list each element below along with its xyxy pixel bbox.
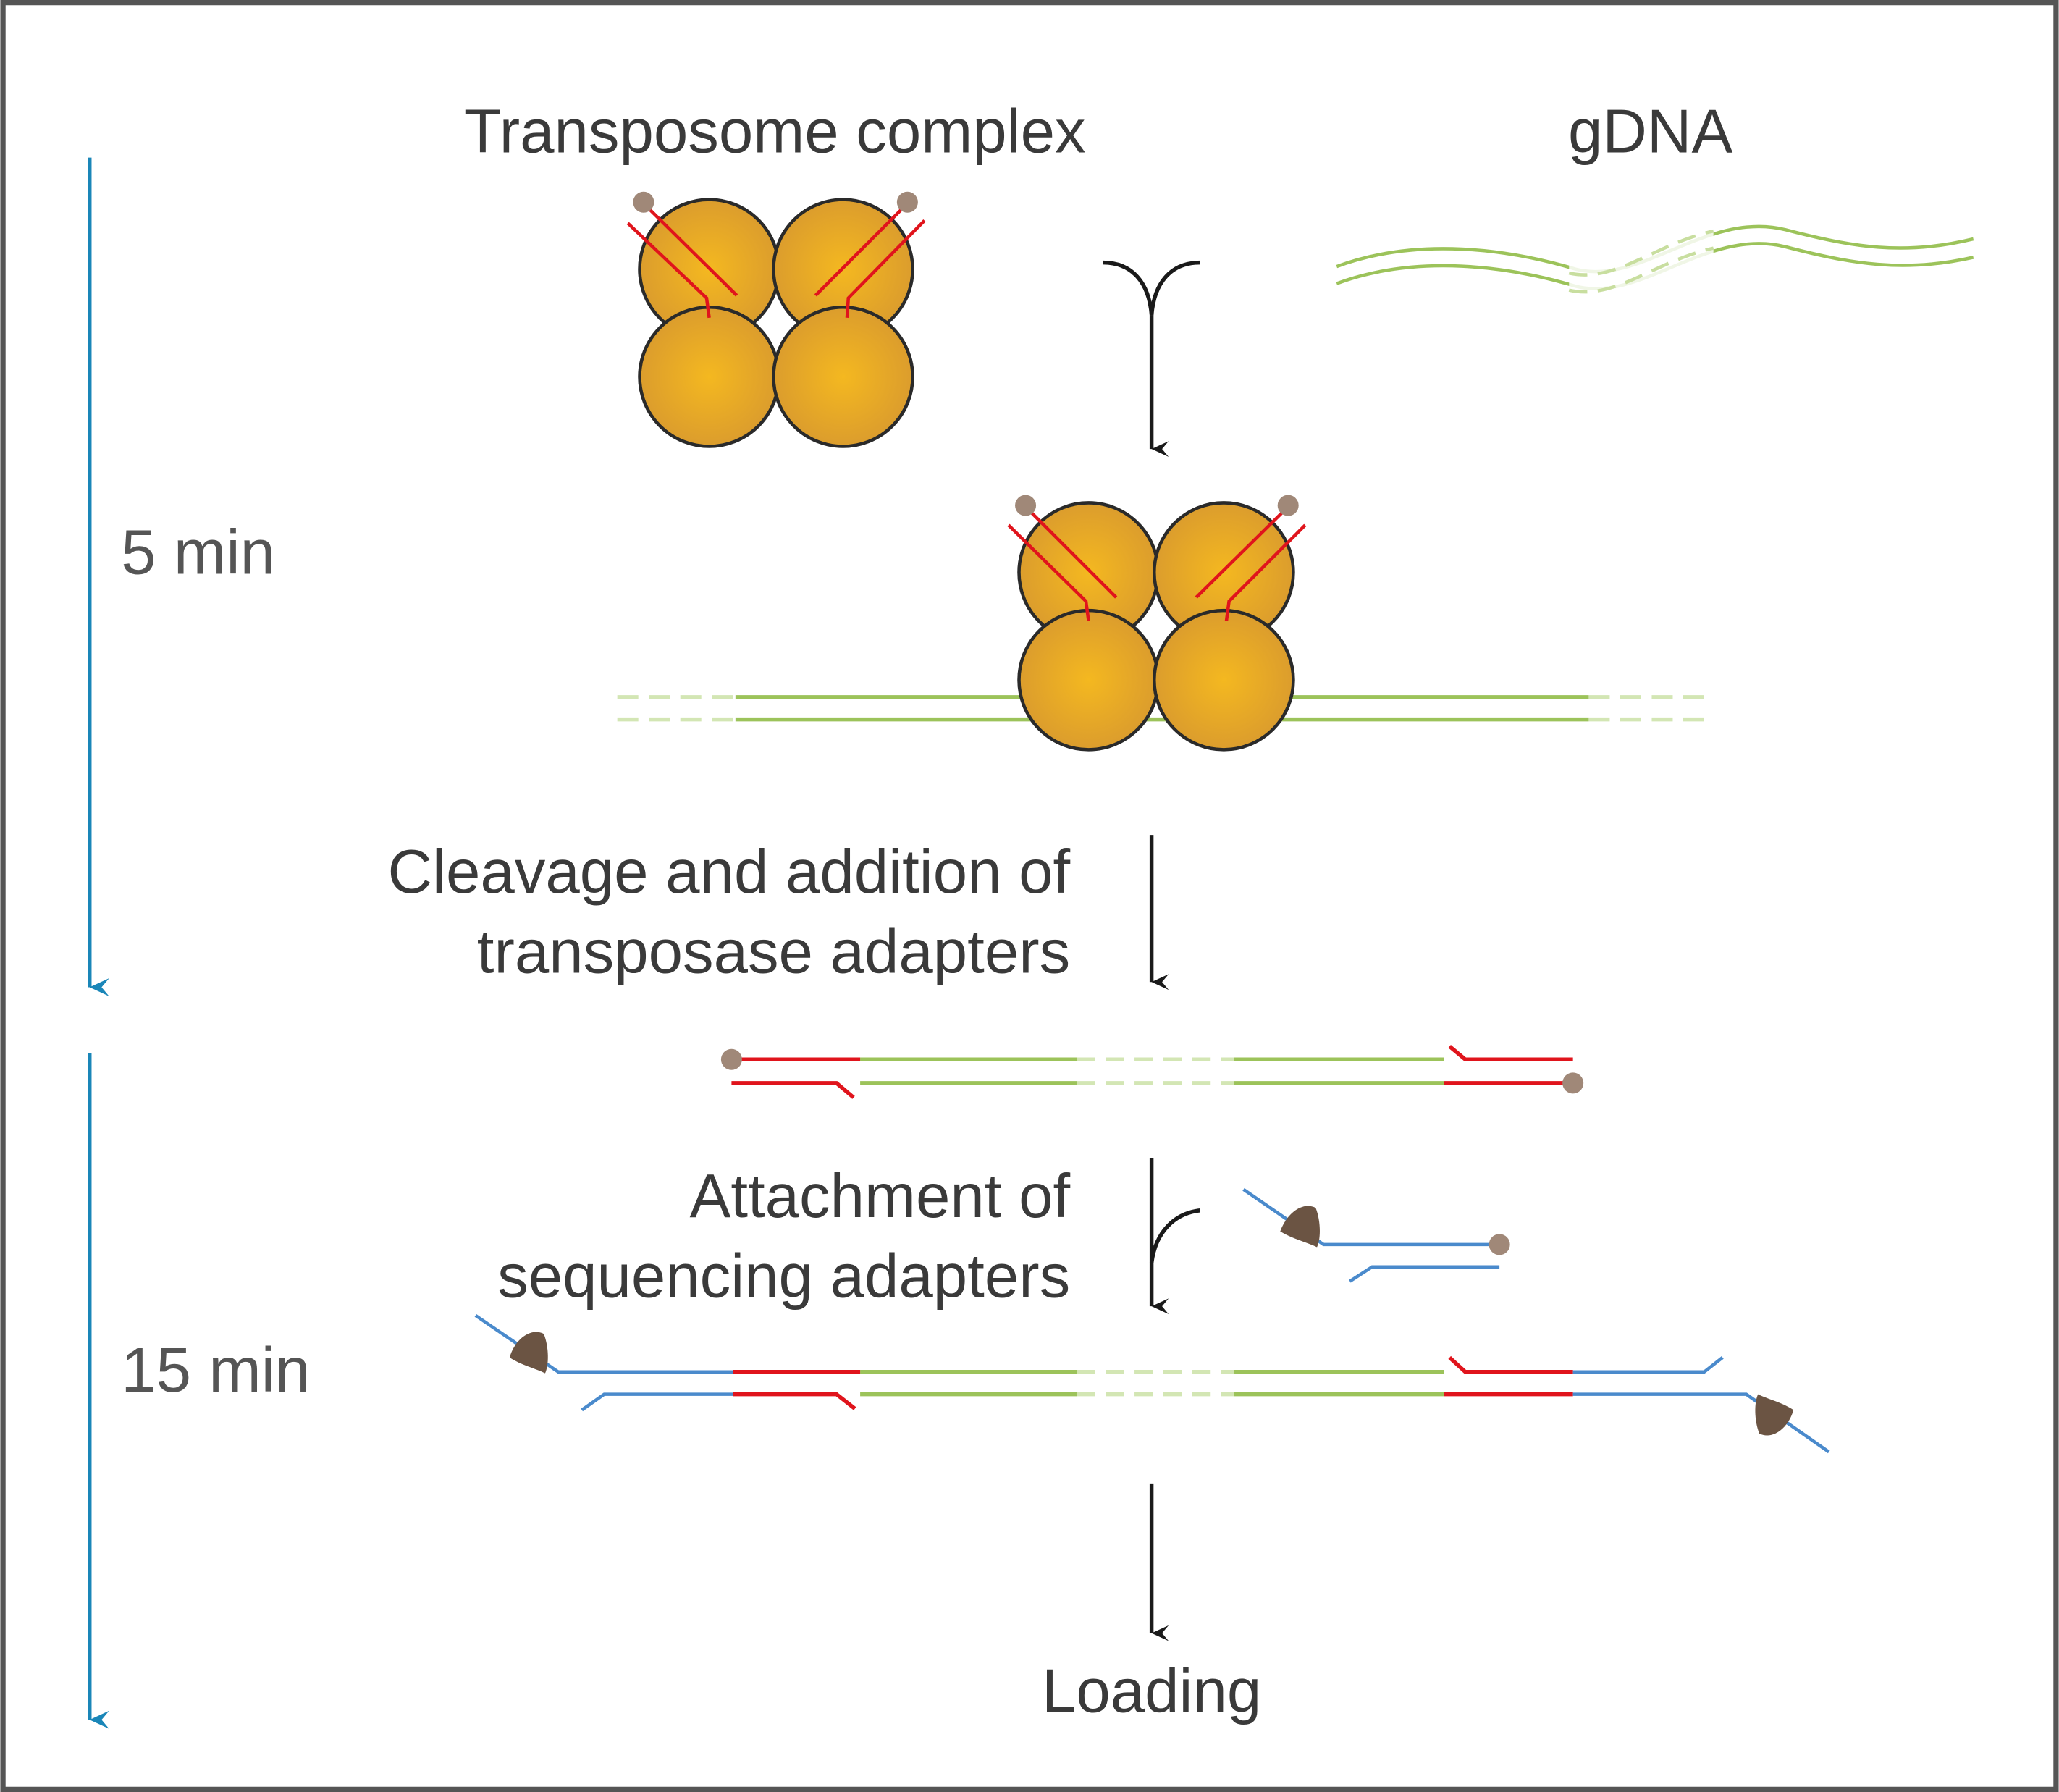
attachment-arrow <box>1149 1158 1201 1315</box>
transposase-subunit <box>772 306 914 448</box>
transposase-adapter-left <box>626 202 738 319</box>
transposase-adapter-right <box>1195 505 1307 621</box>
dna-fade-left <box>617 695 736 722</box>
transposase-adapter-right <box>814 202 926 318</box>
transposome-complex-label: Transposome complex <box>464 97 1086 166</box>
tagmented-fragment <box>720 1045 1584 1099</box>
final-library <box>474 1313 1830 1454</box>
transposase-subunit <box>1017 608 1160 752</box>
transposome-complex <box>626 191 926 448</box>
bound-complex <box>617 495 1707 752</box>
library-dna <box>860 1370 1444 1397</box>
cleavage-label-line1: Cleavage and addition of <box>388 838 1071 906</box>
adapter-bead <box>1277 495 1299 516</box>
dna-fade-right <box>1588 695 1707 722</box>
attachment-label-line2: sequencing adapters <box>497 1242 1070 1311</box>
sequencing-adapter <box>1242 1187 1510 1283</box>
timeline: 5 min 15 min <box>88 157 310 1729</box>
time-label-5-min: 5 min <box>121 517 275 587</box>
fragment-dna <box>860 1057 1444 1085</box>
library-sequencing-adapters <box>474 1313 1830 1454</box>
motor-protein <box>509 1332 548 1374</box>
loading-label: Loading <box>1042 1657 1261 1725</box>
time-label-15-min: 15 min <box>121 1335 310 1405</box>
cleavage-label-line2: transposase adapters <box>477 918 1070 987</box>
attachment-label-line1: Attachment of <box>690 1162 1071 1231</box>
transposase-subunit <box>1152 608 1295 752</box>
combine-arrow <box>1103 260 1200 457</box>
gdna-dashes <box>1568 229 1714 294</box>
motor-protein <box>1755 1394 1794 1436</box>
transposase-adapter-ends <box>731 1045 1573 1099</box>
library-dna-fade <box>1077 1370 1234 1397</box>
gdna-label: gDNA <box>1568 97 1732 166</box>
adapter-bead <box>896 191 918 213</box>
adapter-bead <box>633 191 654 213</box>
library-transposase-adapters <box>733 1355 1573 1410</box>
motor-protein <box>1280 1206 1320 1248</box>
adapter-bead <box>1562 1072 1584 1094</box>
gdna-fade <box>1569 203 1714 309</box>
adapter-bead <box>720 1048 742 1070</box>
fragment-dna-fade <box>1077 1057 1234 1085</box>
transposase-adapter-left <box>1007 505 1118 621</box>
transposase-subunit <box>638 306 780 448</box>
adapter-bead <box>1489 1234 1510 1255</box>
adapter-bead <box>1015 495 1037 516</box>
